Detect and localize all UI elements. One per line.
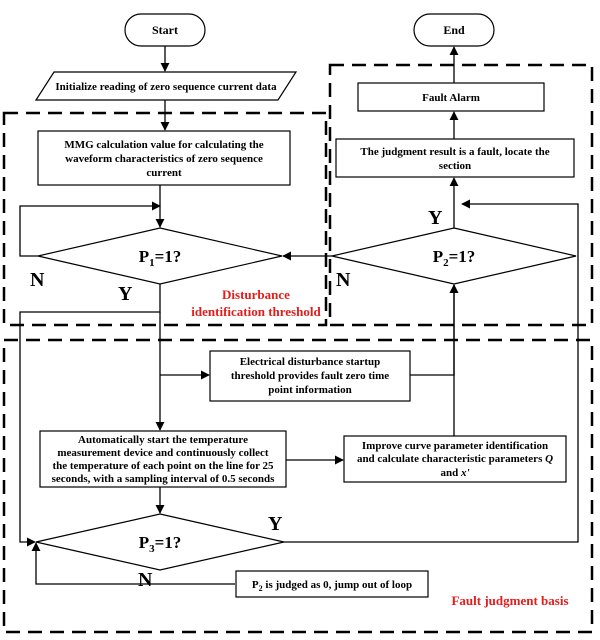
p3-yes-label: Y (268, 513, 283, 535)
improve-box (343, 435, 567, 483)
judgment-line1: The judgment result is a fault, locate t… (360, 146, 549, 158)
auto-start-line4: seconds, with a sampling interval of 0.5… (52, 473, 275, 485)
improve-line1: Improve curve parameter identification (362, 440, 548, 452)
region-disturbance-label-line1: Disturbance (222, 287, 290, 302)
region-fault-judgment-label: Fault judgment basis (451, 593, 568, 608)
end-label: End (443, 23, 465, 37)
p1-yes-label: Y (118, 283, 133, 305)
auto-start-line1: Automatically start the temperature (78, 434, 248, 446)
init-parallelogram (34, 71, 298, 101)
region-right-box (328, 63, 594, 327)
fault-alarm-label: Fault Alarm (422, 92, 480, 104)
improve-line2: and calculate characteristic parameters … (357, 453, 553, 465)
electrical-to-p2-line (410, 284, 459, 376)
improve-line3: and x' (440, 467, 469, 479)
end-terminator (413, 13, 495, 47)
p2-label: P2=1? (433, 247, 476, 269)
p3-label: P3=1? (139, 533, 182, 555)
electrical-line3: point information (268, 384, 351, 396)
judgment-box (335, 138, 575, 178)
p1-no-label: N (30, 269, 45, 291)
judgment-line2: section (439, 160, 471, 172)
p1-label: P1=1? (139, 247, 182, 269)
p3-no-label: N (138, 569, 153, 591)
p2-zero-label: P2 is judged as 0, jump out of loop (252, 579, 412, 593)
p2-zero-box (235, 570, 429, 598)
mmg-line3: current (146, 167, 182, 179)
p3-yes-to-p2-arrow (284, 199, 579, 543)
region-fault-judgment-box (2, 338, 594, 634)
region-disturbance-label-line2: identification threshold (191, 304, 321, 319)
auto-start-line3: the temperature of each point on the lin… (52, 460, 274, 472)
p2-yes-label: Y (428, 207, 443, 229)
p1-yes-line (19, 284, 161, 547)
init-label: Initialize reading of zero sequence curr… (55, 81, 277, 93)
mmg-line2: waveform characteristics of zero sequenc… (65, 153, 263, 165)
start-label: Start (152, 23, 178, 37)
electrical-box (209, 350, 411, 402)
fault-alarm-box (357, 82, 545, 112)
electrical-line2: threshold provides fault zero time (231, 370, 389, 382)
p2-no-label: N (336, 269, 351, 291)
p1-no-loop-arrow (19, 201, 161, 257)
p3-no-loop-arrow (31, 542, 235, 585)
p3-decision (35, 513, 285, 571)
mmg-line1: MMG calculation value for calculating th… (64, 139, 263, 151)
auto-start-line2: measurement device and continuously coll… (57, 447, 269, 459)
mmg-box (37, 130, 291, 186)
auto-start-box (39, 430, 287, 488)
p2-decision (331, 227, 577, 285)
electrical-line1: Electrical disturbance startup (240, 356, 381, 368)
